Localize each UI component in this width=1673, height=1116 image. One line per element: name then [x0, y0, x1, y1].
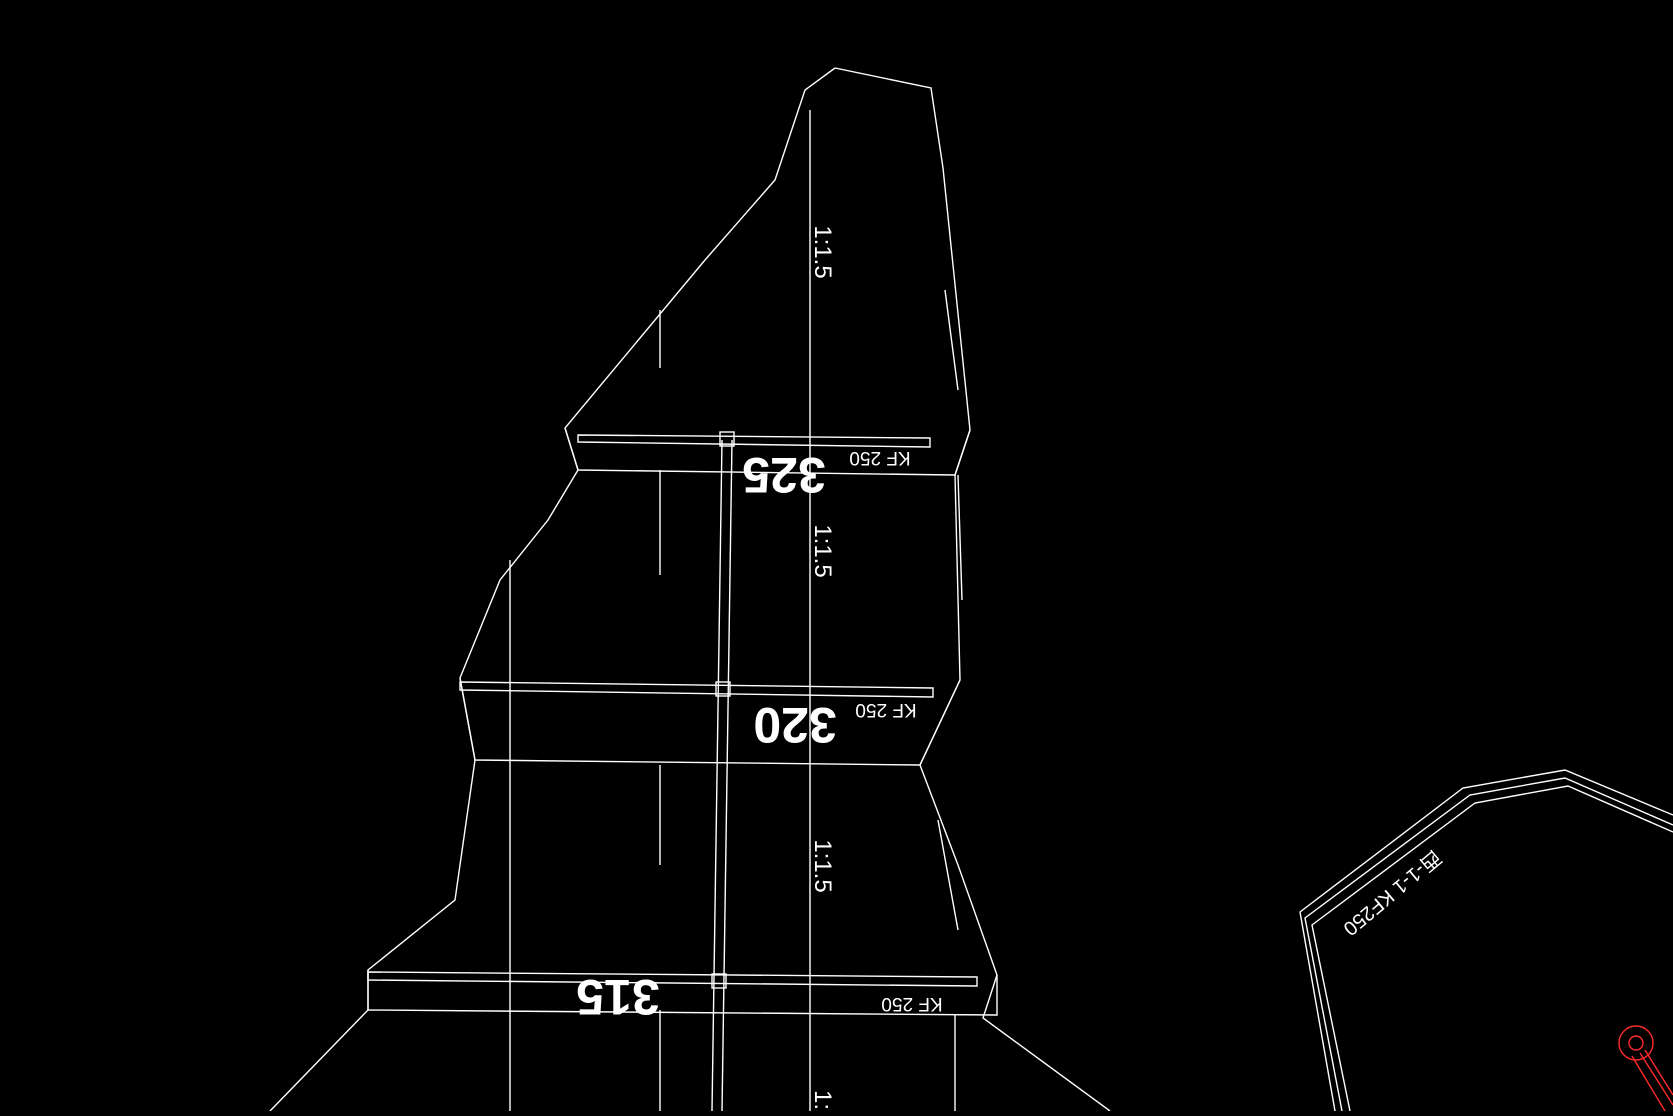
platform-tag-bottom: KF 250: [881, 993, 942, 1014]
elevation-labels: 325 320 315: [576, 447, 836, 1025]
elevation-label-315: 315: [576, 969, 659, 1025]
slope-ratio-labels: 1:1.5 1:1.5 1:1.5 1:1: [809, 225, 836, 1116]
elevation-label-325: 325: [742, 447, 825, 503]
elevation-label-320: 320: [753, 697, 836, 753]
interior-lines: [509, 110, 963, 1111]
platform-tag-middle: KF 250: [855, 699, 916, 720]
slope-ratio-upper: 1:1.5: [809, 225, 836, 278]
slope-outline: [269, 67, 1111, 1112]
slope-ratio-partial: 1:1: [809, 1090, 836, 1111]
platform-tag-top: KF 250: [849, 447, 910, 468]
pit-outline: 西-1-1 KF250: [1299, 769, 1673, 1112]
slope-ratio-middle: 1:1.5: [809, 524, 836, 577]
central-column: [711, 431, 735, 1112]
platform-tags: KF 250 KF 250 KF 250: [849, 447, 942, 1014]
platform-bars: [367, 434, 978, 987]
circle-marker-icon[interactable]: [1618, 1025, 1673, 1112]
slope-ratio-lower: 1:1.5: [809, 839, 836, 892]
